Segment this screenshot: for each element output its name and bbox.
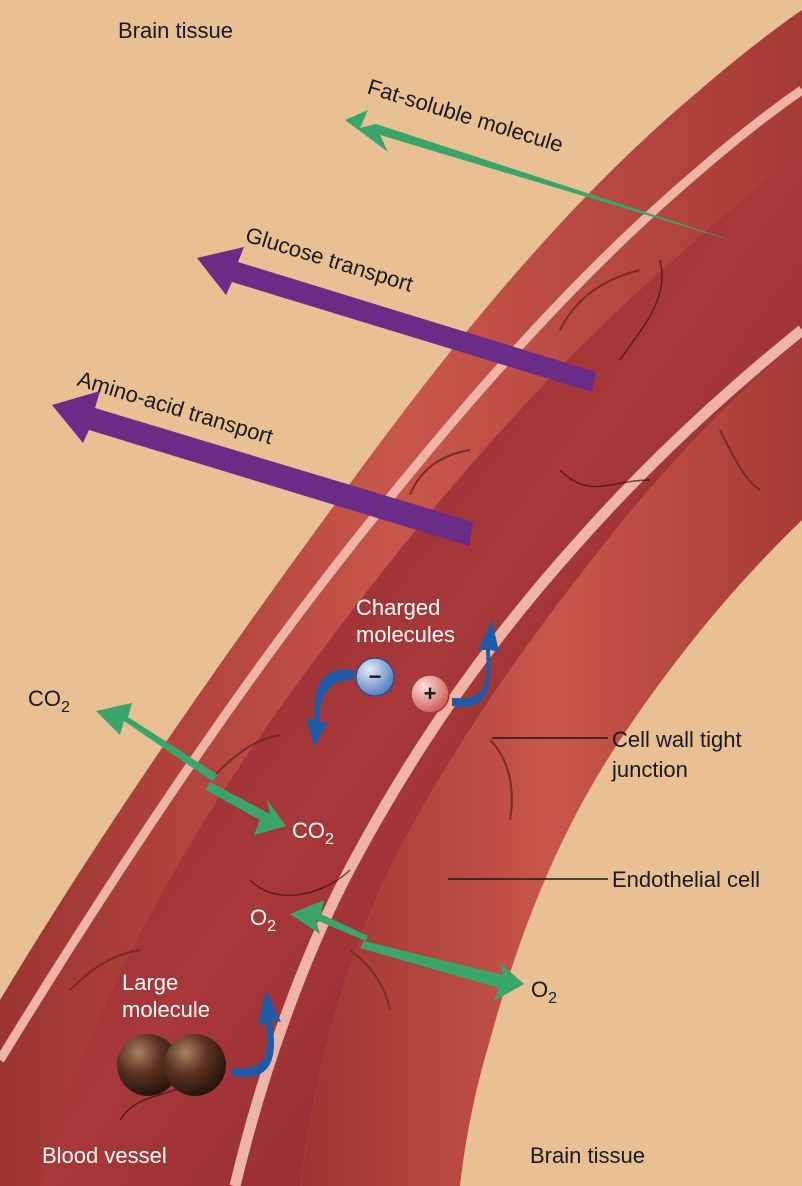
co2-inner-label: CO2 xyxy=(292,818,334,848)
vessel-inner-wall xyxy=(300,340,802,1186)
large-molecule-arrow xyxy=(232,990,281,1077)
cell-wall-label-line2: junction xyxy=(612,757,688,782)
cell-wall-label-line1: Cell wall tight xyxy=(612,727,742,752)
amino-acid-arrow xyxy=(52,391,473,546)
co2-arrows xyxy=(96,703,286,835)
charged-label-line2: molecules xyxy=(356,622,456,647)
negative-ion-icon: − xyxy=(355,657,395,697)
large-molecule-label-line1: Large xyxy=(122,970,179,995)
vessel-lumen xyxy=(40,150,802,1186)
o2-inner-label: O2 xyxy=(250,905,277,935)
co2-outer-label: CO2 xyxy=(28,686,70,716)
blood-vessel-label: Blood vessel xyxy=(42,1143,167,1168)
o2-outer-label: O2 xyxy=(531,977,558,1007)
charged-label-line1: Charged xyxy=(356,595,441,620)
brain-tissue-top-label: Brain tissue xyxy=(118,18,233,43)
upper-membrane xyxy=(0,86,802,1063)
glucose-arrow xyxy=(197,247,596,392)
large-molecule-icon xyxy=(117,1034,226,1096)
minus-symbol: − xyxy=(369,664,382,689)
o2-arrows xyxy=(290,900,524,1001)
endothelial-label: Endothelial cell xyxy=(612,867,760,892)
positive-ion-icon: + xyxy=(410,674,450,714)
brain-tissue-bottom-label: Brain tissue xyxy=(530,1143,645,1168)
positive-ion-arrow xyxy=(452,620,499,707)
negative-ion-arrow xyxy=(306,669,354,747)
lumen-veins xyxy=(119,259,663,1121)
plus-symbol: + xyxy=(424,681,437,706)
cell-junctions xyxy=(69,269,761,1011)
large-molecule-label-line2: molecule xyxy=(122,997,211,1022)
